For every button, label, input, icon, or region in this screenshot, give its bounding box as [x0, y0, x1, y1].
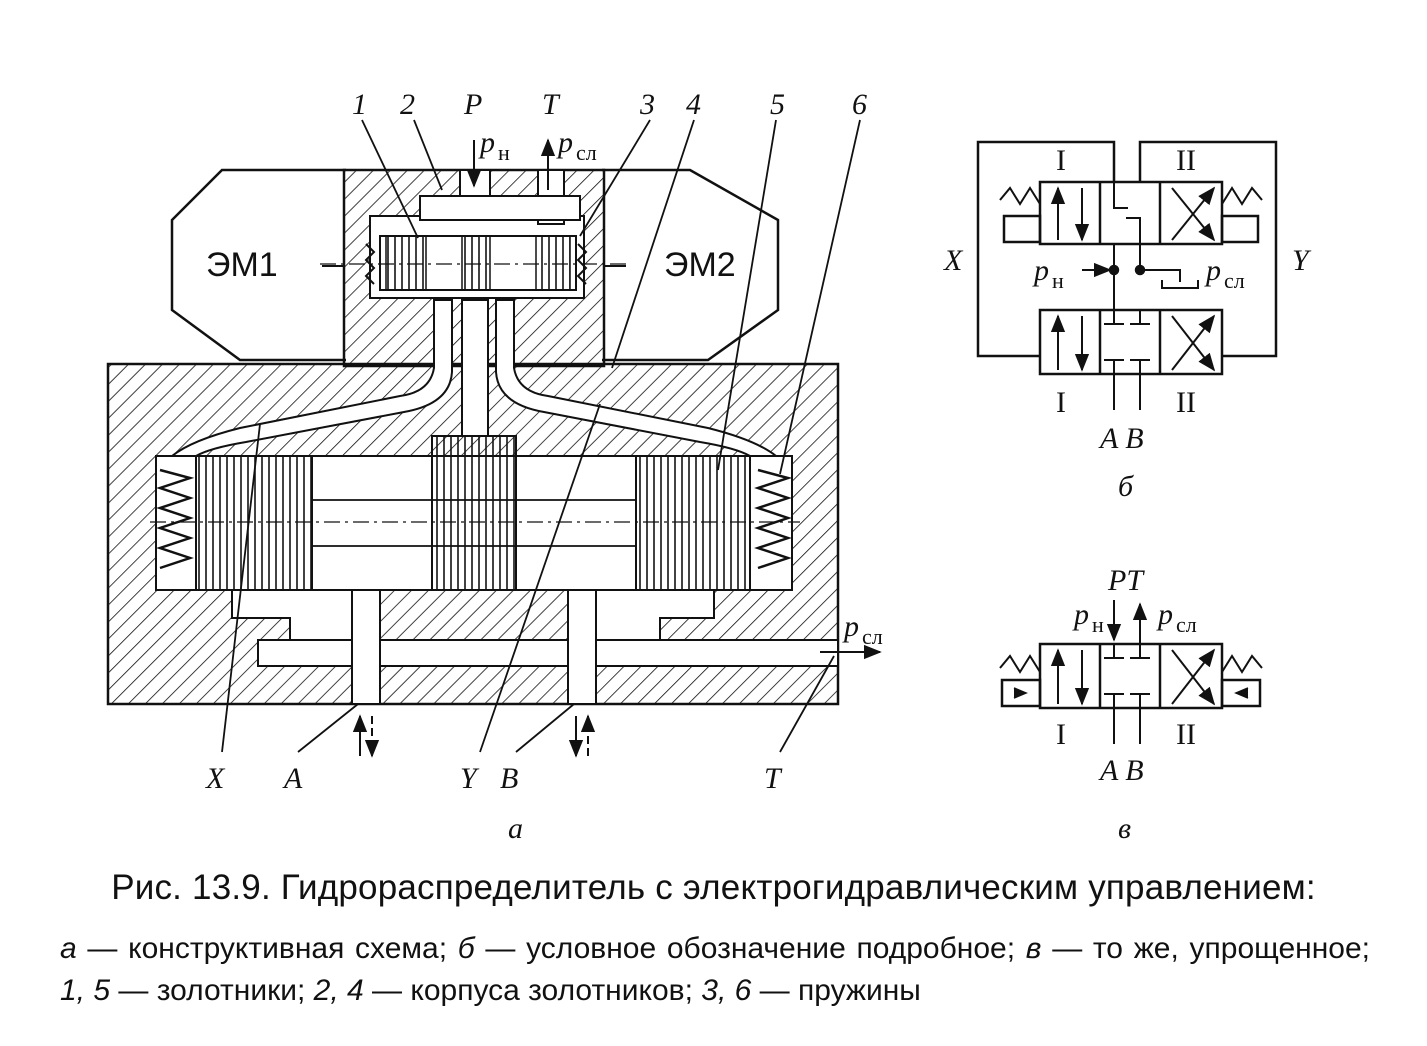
panel-a-letter: а [508, 812, 523, 845]
v-pn: p [1072, 598, 1089, 631]
simplified-valve-symbol [1038, 642, 1224, 710]
b-ports: A B [1098, 422, 1144, 455]
b-top-i: I [1056, 144, 1066, 177]
label-b: B [500, 762, 518, 795]
caption-24-text: — корпуса золотников; [363, 974, 702, 1007]
v-i: I [1056, 718, 1066, 751]
em2-label: ЭМ2 [664, 246, 736, 284]
main-pn-sub: н [498, 140, 510, 165]
b-pn: p [1032, 254, 1049, 287]
b-top-ii: II [1176, 144, 1196, 177]
caption-b-letter: б [457, 932, 475, 965]
panel-v-simplified [999, 600, 1263, 744]
main-psl-right-sub: сл [862, 624, 883, 649]
pilot-spring-left [364, 243, 376, 285]
spring-left [156, 468, 195, 570]
caption-15: 1, 5 [60, 974, 111, 1007]
main-psl-sub: сл [576, 140, 597, 165]
caption-36: 3, 6 [701, 974, 752, 1007]
panel-v-letter: в [1118, 812, 1131, 845]
em2-housing [602, 168, 780, 362]
label-y: Y [460, 762, 480, 795]
b-bottom-ii: II [1176, 386, 1196, 419]
em1-housing [170, 168, 346, 362]
label-x: X [205, 762, 226, 795]
caption-a-letter: а [60, 932, 77, 965]
v-psl-sub: сл [1176, 612, 1197, 637]
callout-p: P [463, 88, 482, 121]
b-x: X [943, 244, 964, 277]
v-pn-sub: н [1092, 612, 1104, 637]
main-valve-symbol [1038, 308, 1224, 376]
callout-6: 6 [852, 88, 867, 121]
panel-b-labels: I II X Y p н p сл I II A B б [943, 144, 1312, 503]
figure-caption-legend: а — конструктивная схема; б — условное о… [60, 928, 1370, 1012]
panel-v-labels: PT p н p сл I II A B в [1056, 564, 1197, 845]
callout-2: 2 [400, 88, 415, 121]
v-ports: A B [1098, 754, 1144, 787]
b-pn-sub: н [1052, 268, 1064, 293]
callout-3: 3 [639, 88, 655, 121]
v-psl: p [1156, 598, 1173, 631]
callout-1: 1 [352, 88, 367, 121]
panel-b-detailed [976, 140, 1278, 410]
em1-label: ЭМ1 [206, 246, 278, 284]
caption-v-text: — то же, упрощенное; [1041, 932, 1371, 965]
caption-24: 2, 4 [313, 974, 364, 1007]
main-psl-label: p [556, 126, 573, 159]
v-pt: PT [1107, 564, 1145, 597]
pilot-valve-symbol [1038, 180, 1224, 246]
leader-lines [221, 119, 861, 753]
label-t: T [764, 762, 783, 795]
figure-caption-title: Рис. 13.9. Гидрораспределитель с электро… [111, 868, 1316, 907]
callout-t: T [542, 88, 561, 121]
b-y: Y [1292, 244, 1312, 277]
panel-b-letter: б [1118, 470, 1134, 503]
b-psl: p [1204, 254, 1221, 287]
caption-b-text: — условное обозначение подробное; [474, 932, 1026, 965]
main-psl-right-label: p [842, 610, 859, 643]
caption-v-letter: в [1025, 932, 1042, 965]
label-a: A [282, 762, 303, 795]
main-pn-label: p [478, 126, 495, 159]
b-psl-sub: сл [1224, 268, 1245, 293]
caption-36-text: — пружины [751, 974, 921, 1007]
callout-5: 5 [770, 88, 785, 121]
spring-right [754, 468, 793, 570]
callout-4: 4 [686, 88, 701, 121]
pilot-spring-right [576, 243, 588, 285]
v-ii: II [1176, 718, 1196, 751]
b-bottom-i: I [1056, 386, 1066, 419]
caption-15-text: — золотники; [110, 974, 314, 1007]
panel-a-construction: ЭМ1 ЭМ2 1 2 P T 3 4 5 6 p н [106, 88, 883, 845]
caption-a-text: — конструктивная схема; [76, 932, 458, 965]
